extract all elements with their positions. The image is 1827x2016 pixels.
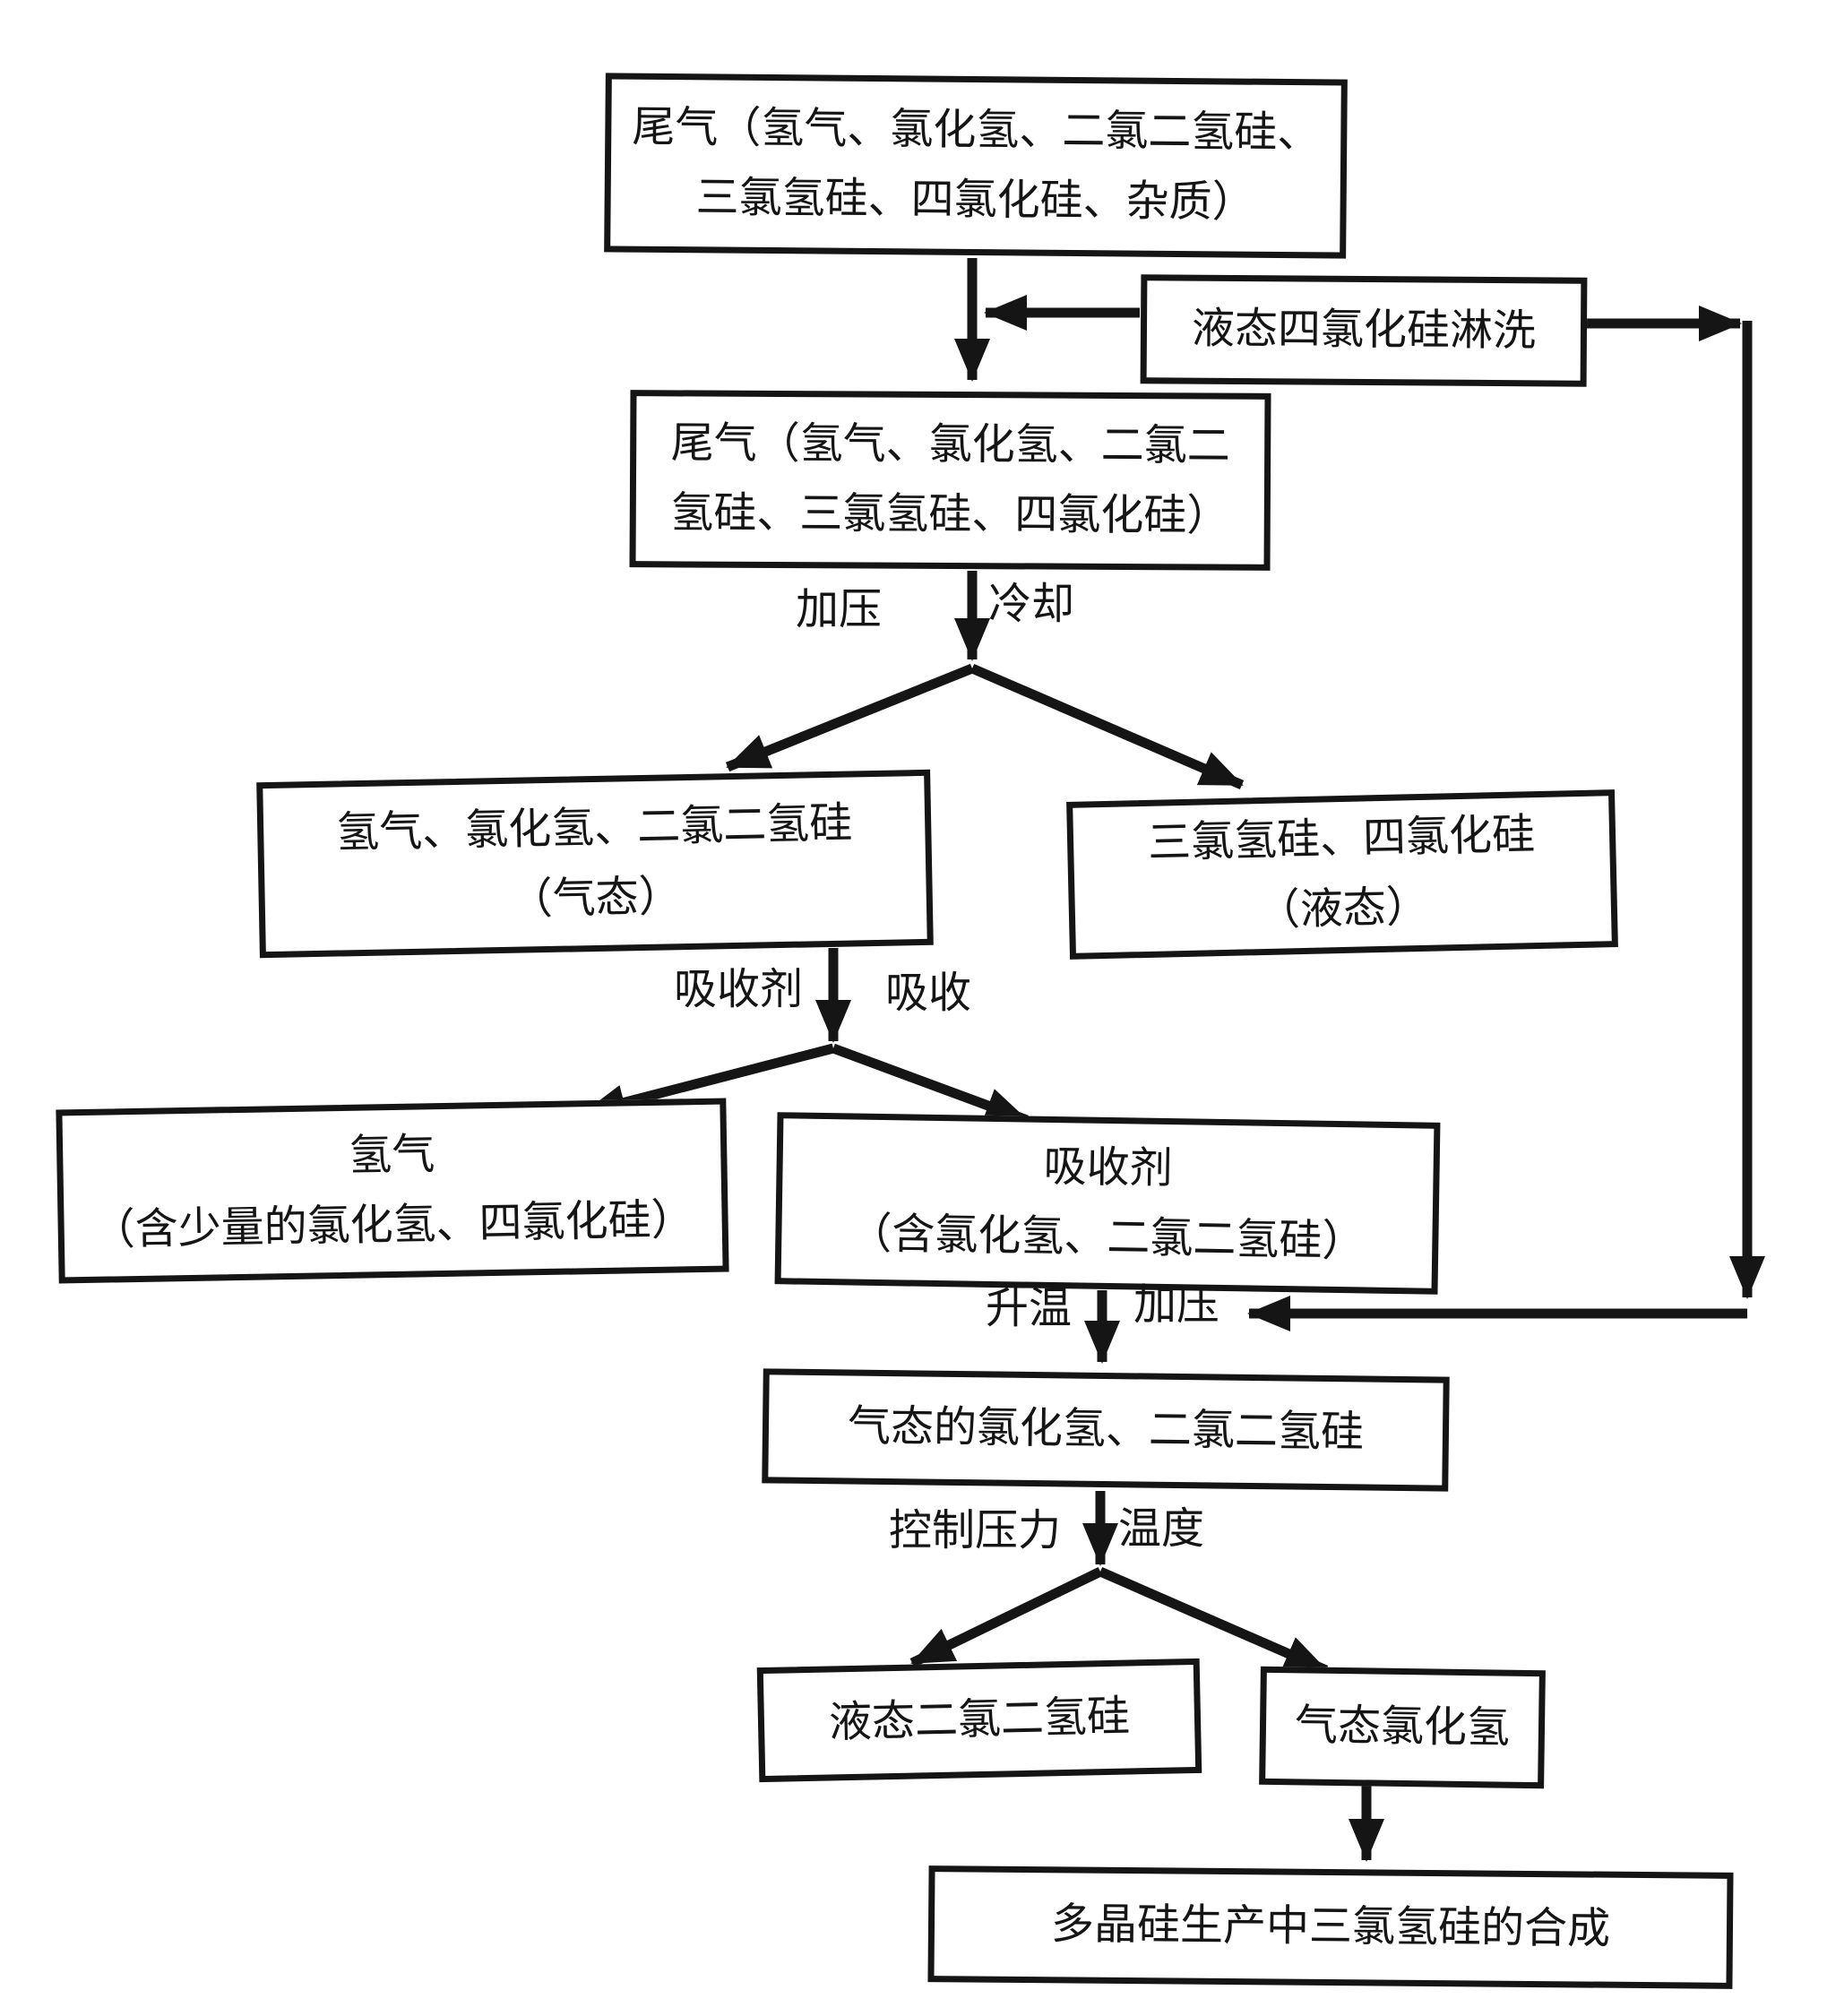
arrow-fork1-left [725, 663, 975, 772]
label-pressurize-cool-left: 加压 [796, 584, 883, 634]
node-text: 三氯氢硅、四氯化硅 [1147, 809, 1536, 869]
node-tailgas-washed: 尾气（氢气、氯化氢、二氯二 氢硅、三氯氢硅、四氯化硅） [629, 390, 1271, 571]
node-gaseous-hcl-dcs: 气态的氯化氢、二氯二氢硅 [762, 1368, 1450, 1492]
node-liquid-mix: 三氯氢硅、四氯化硅 （液态） [1066, 789, 1618, 960]
label-pressurize2: 加压 [1133, 1279, 1220, 1330]
arrow-fork3-left [909, 1567, 1103, 1667]
node-hydrogen: 氢气 （含少量的氯化氢、四氯化硅） [56, 1098, 729, 1284]
node-liquid-dcs: 液态二氯二氢硅 [756, 1658, 1202, 1783]
node-text: 液态四氯化硅淋洗 [1191, 303, 1537, 357]
node-absorbent: 吸收剂 （含氯化氢、二氯二氢硅） [774, 1112, 1441, 1295]
arrow-fork2-right [832, 1043, 1029, 1125]
label-absorbent: 吸收剂 [674, 964, 804, 1014]
label-absorb: 吸收 [885, 968, 972, 1018]
node-text: （气态） [509, 871, 683, 925]
node-text: （含少量的氯化氢、四氯化硅） [91, 1194, 695, 1255]
node-text: 气态的氯化氢、二氯二氢硅 [847, 1400, 1365, 1458]
node-text: 吸收剂 [1043, 1142, 1174, 1194]
arrow-fork3-right [1098, 1566, 1329, 1676]
node-text: 尾气（氢气、氯化氢、二氯二 [670, 418, 1230, 471]
node-text: 气态氯化氢 [1294, 1700, 1511, 1753]
node-text: （液态） [1256, 881, 1430, 936]
label-temperature: 温度 [1118, 1503, 1205, 1554]
node-rinse: 液态四氯化硅淋洗 [1140, 274, 1588, 387]
node-gaseous-hcl: 气态氯化氢 [1259, 1666, 1546, 1789]
label-heat-up: 升温 [986, 1283, 1073, 1333]
node-text: 氢气、氯化氢、二氯二氢硅 [335, 797, 853, 858]
node-synthesis: 多晶硅生产中三氯氢硅的合成 [927, 1865, 1734, 1989]
node-text: 尾气（氢气、氯化氢、二氯二氢硅、 [632, 101, 1321, 159]
node-text: 氢气 [348, 1129, 435, 1182]
node-text: 氢硅、三氯氢硅、四氯化硅） [670, 487, 1230, 541]
node-text: （含氯化氢、二氯二氢硅） [848, 1208, 1366, 1267]
label-control-pressure: 控制压力 [889, 1505, 1062, 1555]
label-pressurize-cool-right: 冷却 [988, 579, 1075, 629]
node-text: 多晶硅生产中三氯氢硅的合成 [1050, 1899, 1611, 1954]
node-tailgas-raw: 尾气（氢气、氯化氢、二氯二氢硅、 三氯氢硅、四氯化硅、杂质） [604, 73, 1348, 259]
node-gaseous-mix: 氢气、氯化氢、二氯二氢硅 （气态） [256, 769, 934, 959]
node-text: 液态二氯二氢硅 [828, 1691, 1131, 1748]
arrow-fork1-right [970, 663, 1245, 790]
node-text: 三氯氢硅、四氯化硅、杂质） [695, 172, 1255, 228]
